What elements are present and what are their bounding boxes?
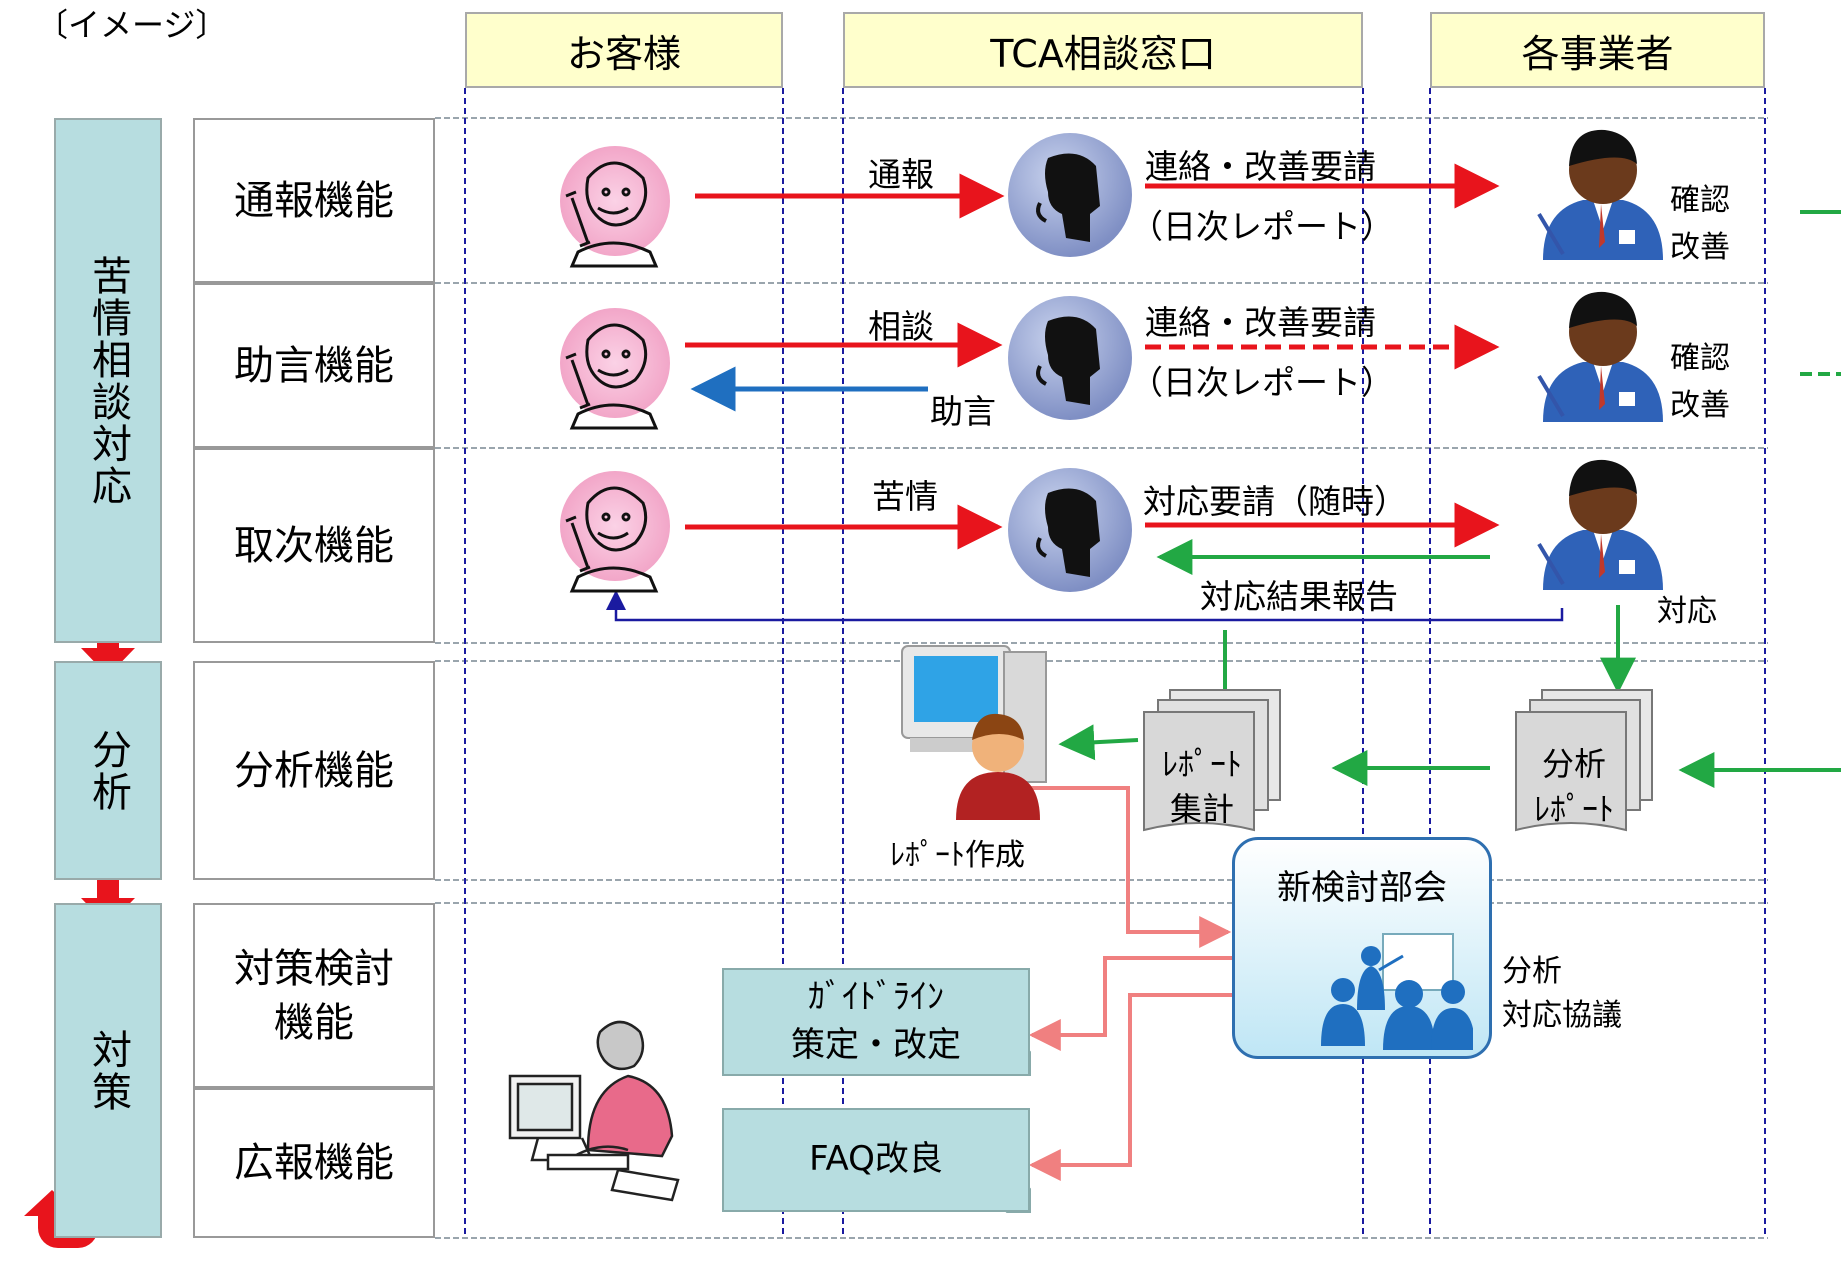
column-header-tca: TCA相談窓口 (843, 12, 1363, 88)
phase-complaint: 苦情相談対応 (54, 118, 162, 643)
woman-at-computer-icon (508, 1020, 680, 1202)
row-grid (435, 117, 1768, 1239)
computer-user-icon (901, 645, 1047, 820)
label-contact-request-2: 連絡・改善要請 (1145, 303, 1376, 342)
column-header-customer: お客様 (465, 12, 783, 88)
committee-box: 新検討部会 (1232, 837, 1492, 1059)
header-note: 〔イメージ〕 (36, 6, 228, 44)
customer-woman-phone-icon (560, 471, 670, 593)
column-grid (464, 88, 1766, 1238)
label-response-result: 対応結果報告 (1200, 577, 1398, 616)
label-contact-request-1: 連絡・改善要請 (1145, 147, 1376, 186)
column-header-business: 各事業者 (1430, 12, 1765, 88)
label-report-aggregate: ﾚﾎﾟｰﾄ 集計 (1161, 745, 1242, 828)
label-report-call: 通報 (868, 155, 934, 194)
committee-title: 新検討部会 (1277, 868, 1447, 908)
label-report-create: ﾚﾎﾟｰﾄ作成 (890, 838, 1025, 873)
operator-headset-icon (1008, 296, 1132, 420)
operator-headset-icon (1008, 133, 1132, 257)
customer-woman-phone-icon (560, 308, 670, 430)
function-relay: 取次機能 (193, 448, 435, 643)
label-confirm-2: 確認 (1670, 341, 1730, 376)
label-complaint: 苦情 (872, 477, 938, 516)
label-committee-note: 分析 対応協議 (1502, 954, 1622, 1033)
businessman-icon (1537, 129, 1663, 260)
label-consult: 相談 (868, 307, 934, 346)
meeting-icon (1321, 933, 1473, 1050)
businessman-icon (1537, 291, 1663, 422)
phase-analysis: 分析 (54, 661, 162, 880)
label-daily-report-1: （日次レポート） (1130, 207, 1394, 246)
operator-headset-icon (1008, 468, 1132, 592)
line-committee-to-faq (1028, 993, 1232, 1181)
function-pr: 広報機能 (193, 1088, 435, 1238)
line-report-to-committee (1025, 786, 1232, 948)
arrow-aggregate-to-pc (1058, 724, 1139, 761)
function-report: 通報機能 (193, 118, 435, 283)
customer-woman-phone-icon (560, 146, 670, 268)
label-confirm-1: 確認 (1670, 183, 1730, 218)
report-stack-icon (1515, 689, 1653, 832)
label-daily-report-2: （日次レポート） (1130, 363, 1394, 402)
function-advice: 助言機能 (193, 283, 435, 448)
label-advice-reply: 助言 (930, 392, 996, 431)
businessman-icon (1537, 459, 1663, 590)
label-analysis-report: 分析 ﾚﾎﾟｰﾄ (1533, 745, 1614, 828)
function-countermeasure: 対策検討機能 (193, 903, 435, 1088)
report-stack-icon (1143, 689, 1281, 832)
label-respond: 対応 (1657, 594, 1717, 629)
label-improve-1: 改善 (1670, 230, 1730, 265)
guideline-box: ｶﾞｲﾄﾞﾗｲﾝ 策定・改定 (722, 968, 1030, 1076)
line-committee-to-guideline (1028, 956, 1232, 1051)
function-analysis: 分析機能 (193, 661, 435, 880)
phase-countermeasure: 対策 (54, 903, 162, 1238)
label-response-request: 対応要請（随時） (1143, 482, 1407, 521)
arrow-direct-reply (606, 590, 1564, 622)
faq-box: FAQ改良 (722, 1108, 1030, 1212)
label-improve-2: 改善 (1670, 388, 1730, 423)
